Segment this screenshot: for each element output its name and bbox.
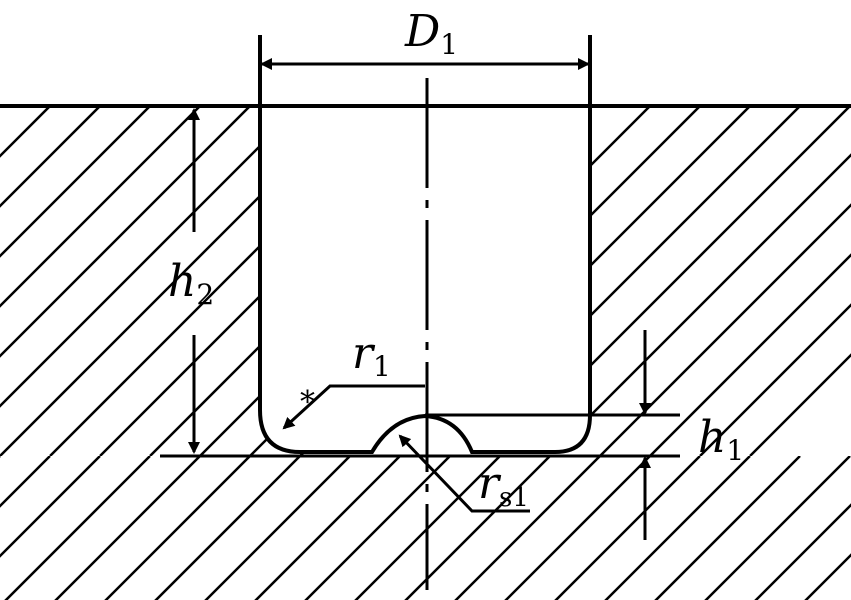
d1-label: D1 — [404, 6, 458, 61]
h2-label: h2 — [168, 256, 214, 311]
hatch-left — [0, 108, 372, 456]
r1-label: r1 — [352, 328, 391, 383]
r1-leader-line — [282, 384, 425, 430]
hatch-right — [570, 108, 851, 456]
r1-star: * — [300, 385, 315, 420]
hole-profile — [258, 35, 592, 454]
rs1-leader-line — [398, 434, 530, 513]
hatch-bottom — [0, 456, 851, 600]
h1-label: h1 — [698, 412, 744, 467]
rs1-label: rs1 — [478, 458, 529, 513]
